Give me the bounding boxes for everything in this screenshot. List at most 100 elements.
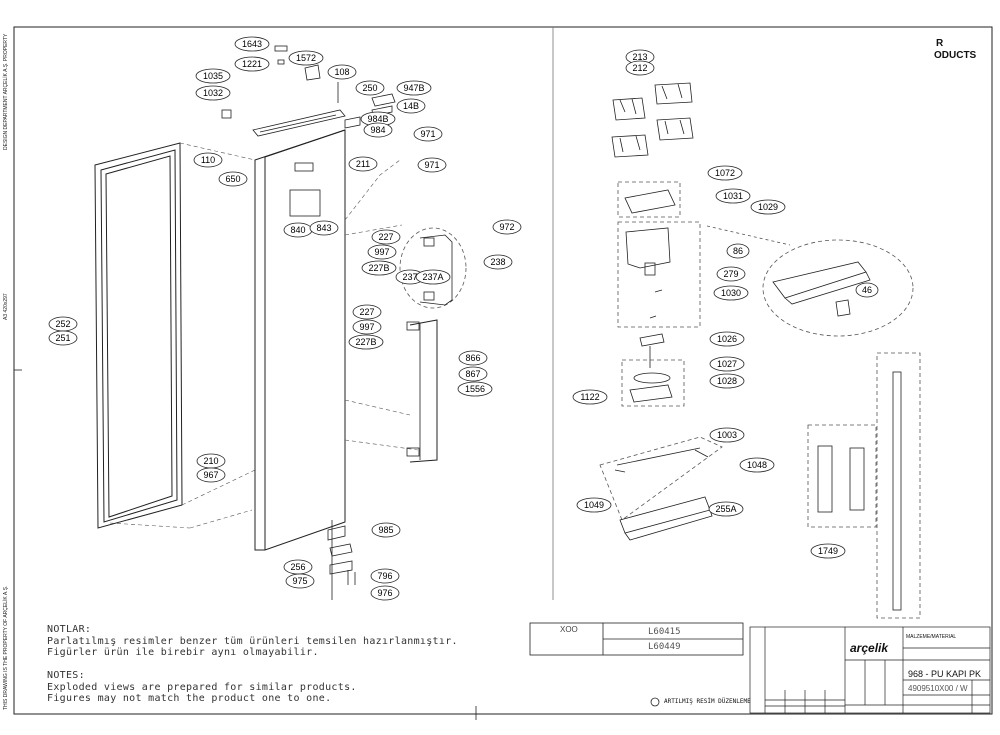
left-callout-label: 210 [203, 456, 218, 466]
left-callout-balloon [234, 56, 270, 72]
left-callout-balloon [396, 98, 426, 114]
revision-row-1: L60415 [648, 627, 681, 637]
left-callout-label: 1643 [242, 39, 262, 49]
margin-text-mid: A3 420x297 [3, 293, 9, 320]
left-callout-label: 972 [499, 222, 514, 232]
left-callout-balloon [396, 80, 432, 96]
revision-label: XOO [560, 625, 578, 634]
left-callout-label: 997 [374, 247, 389, 257]
bottom-hinge-assembly [327, 520, 356, 600]
left-callout-label: 997 [359, 322, 374, 332]
left-callout-label: 976 [377, 588, 392, 598]
right-callout-label: 1031 [723, 191, 743, 201]
left-callout-balloon [458, 366, 488, 382]
left-callout-label: 843 [316, 223, 331, 233]
right-callout-balloon [709, 331, 745, 347]
right-callout-balloon [709, 356, 745, 372]
right-callout-label: 1048 [747, 460, 767, 470]
left-callout-balloon [370, 585, 400, 601]
left-callout-balloon [195, 85, 231, 101]
right-callout-label: 1072 [715, 168, 735, 178]
left-callout-label: 211 [356, 159, 370, 169]
left-callout-label: 238 [490, 257, 505, 267]
right-callout-balloon [750, 199, 786, 215]
left-callout-label: 110 [201, 155, 215, 165]
left-callout-label: 984B [367, 114, 388, 124]
right-callout-balloon [715, 188, 751, 204]
left-callout-label: 1556 [465, 384, 485, 394]
left-callout-label: 227B [355, 337, 376, 347]
right-callout-label: 1122 [580, 392, 599, 402]
right-callout-label: 279 [723, 269, 738, 279]
left-callout-balloon [492, 219, 522, 235]
shelf-clips [611, 82, 694, 158]
side-strip [807, 352, 921, 619]
left-callout-balloon [355, 80, 385, 96]
left-callout-balloon [457, 381, 493, 397]
right-callout-balloon [716, 266, 746, 282]
right-callout-balloon [707, 165, 743, 181]
left-callout-balloon [361, 260, 397, 276]
door-panel [254, 129, 346, 551]
revision-note: ARTILMIŞ RESİM DÜZENLEME [664, 698, 751, 705]
left-callout-balloon [370, 568, 400, 584]
left-callout-label: 971 [424, 160, 439, 170]
right-callout-balloon [625, 60, 655, 76]
margin-text-bottom: THIS DRAWING IS THE PROPERTY OF ARÇELİK … [3, 585, 9, 710]
left-callout-label: 256 [290, 562, 305, 572]
left-callout-label: 1032 [203, 88, 223, 98]
top-cover-assembly [221, 45, 396, 137]
left-callout-label: 975 [292, 576, 307, 586]
right-callout-label: 1027 [717, 359, 737, 369]
left-callout-balloon [371, 522, 401, 538]
left-callout-balloon [413, 126, 443, 142]
left-callout-label: 984 [370, 125, 385, 135]
left-callout-balloon [327, 64, 357, 80]
header-partial-line2: ODUCTS [934, 50, 977, 61]
right-callout-balloon [739, 457, 775, 473]
right-callout-balloon [713, 285, 749, 301]
left-callout-balloon [348, 156, 378, 172]
notes-en-title: NOTES: [47, 670, 85, 681]
left-callout-label: 985 [378, 525, 393, 535]
margin-text-top: DESIGN DEPARTMENT ARÇELİK A.Ş. PROPERTY [3, 33, 9, 150]
left-callout-label: 251 [55, 333, 70, 343]
brand-logo: arçelik [850, 641, 889, 655]
left-callout-balloon [196, 467, 226, 483]
wire-shelf [599, 436, 723, 541]
right-callout-label: 46 [862, 285, 872, 295]
right-callout-label: 1749 [818, 546, 838, 556]
right-callout-balloon [708, 501, 744, 517]
handle-detail [399, 227, 467, 463]
left-callout-label: 840 [290, 225, 305, 235]
left-callout-balloon [309, 220, 339, 236]
left-callout-balloon [234, 36, 270, 52]
right-callout-label: 1029 [758, 202, 778, 212]
right-callout-balloon [576, 497, 612, 513]
left-callout-label: 250 [362, 83, 377, 93]
right-callout-label: 1030 [721, 288, 741, 298]
left-callout-balloon [371, 229, 401, 245]
left-callout-balloon [352, 304, 382, 320]
left-callout-label: 1221 [242, 59, 262, 69]
notes-en-line1: Exploded views are prepared for similar … [47, 682, 357, 693]
right-callout-balloon [709, 373, 745, 389]
notes-tr-line2: Figürler ürün ile birebir aynı olmayabil… [47, 647, 319, 658]
left-callout-balloon [193, 152, 223, 168]
right-callout-label: 255A [715, 504, 736, 514]
left-callout-balloon [415, 269, 451, 285]
left-callout-label: 967 [203, 470, 218, 480]
right-callout-label: 1026 [717, 334, 737, 344]
right-callout-balloon [726, 243, 750, 259]
left-callout-label: 14B [403, 101, 419, 111]
left-callout-label: 237A [422, 272, 443, 282]
left-callout-balloon [363, 122, 393, 138]
left-callout-balloon [285, 573, 315, 589]
drawing-frame [13, 26, 993, 715]
left-callout-label: 252 [55, 319, 70, 329]
right-callout-balloon [709, 427, 745, 443]
left-callout-label: 1035 [203, 71, 223, 81]
left-callout-balloon [483, 254, 513, 270]
